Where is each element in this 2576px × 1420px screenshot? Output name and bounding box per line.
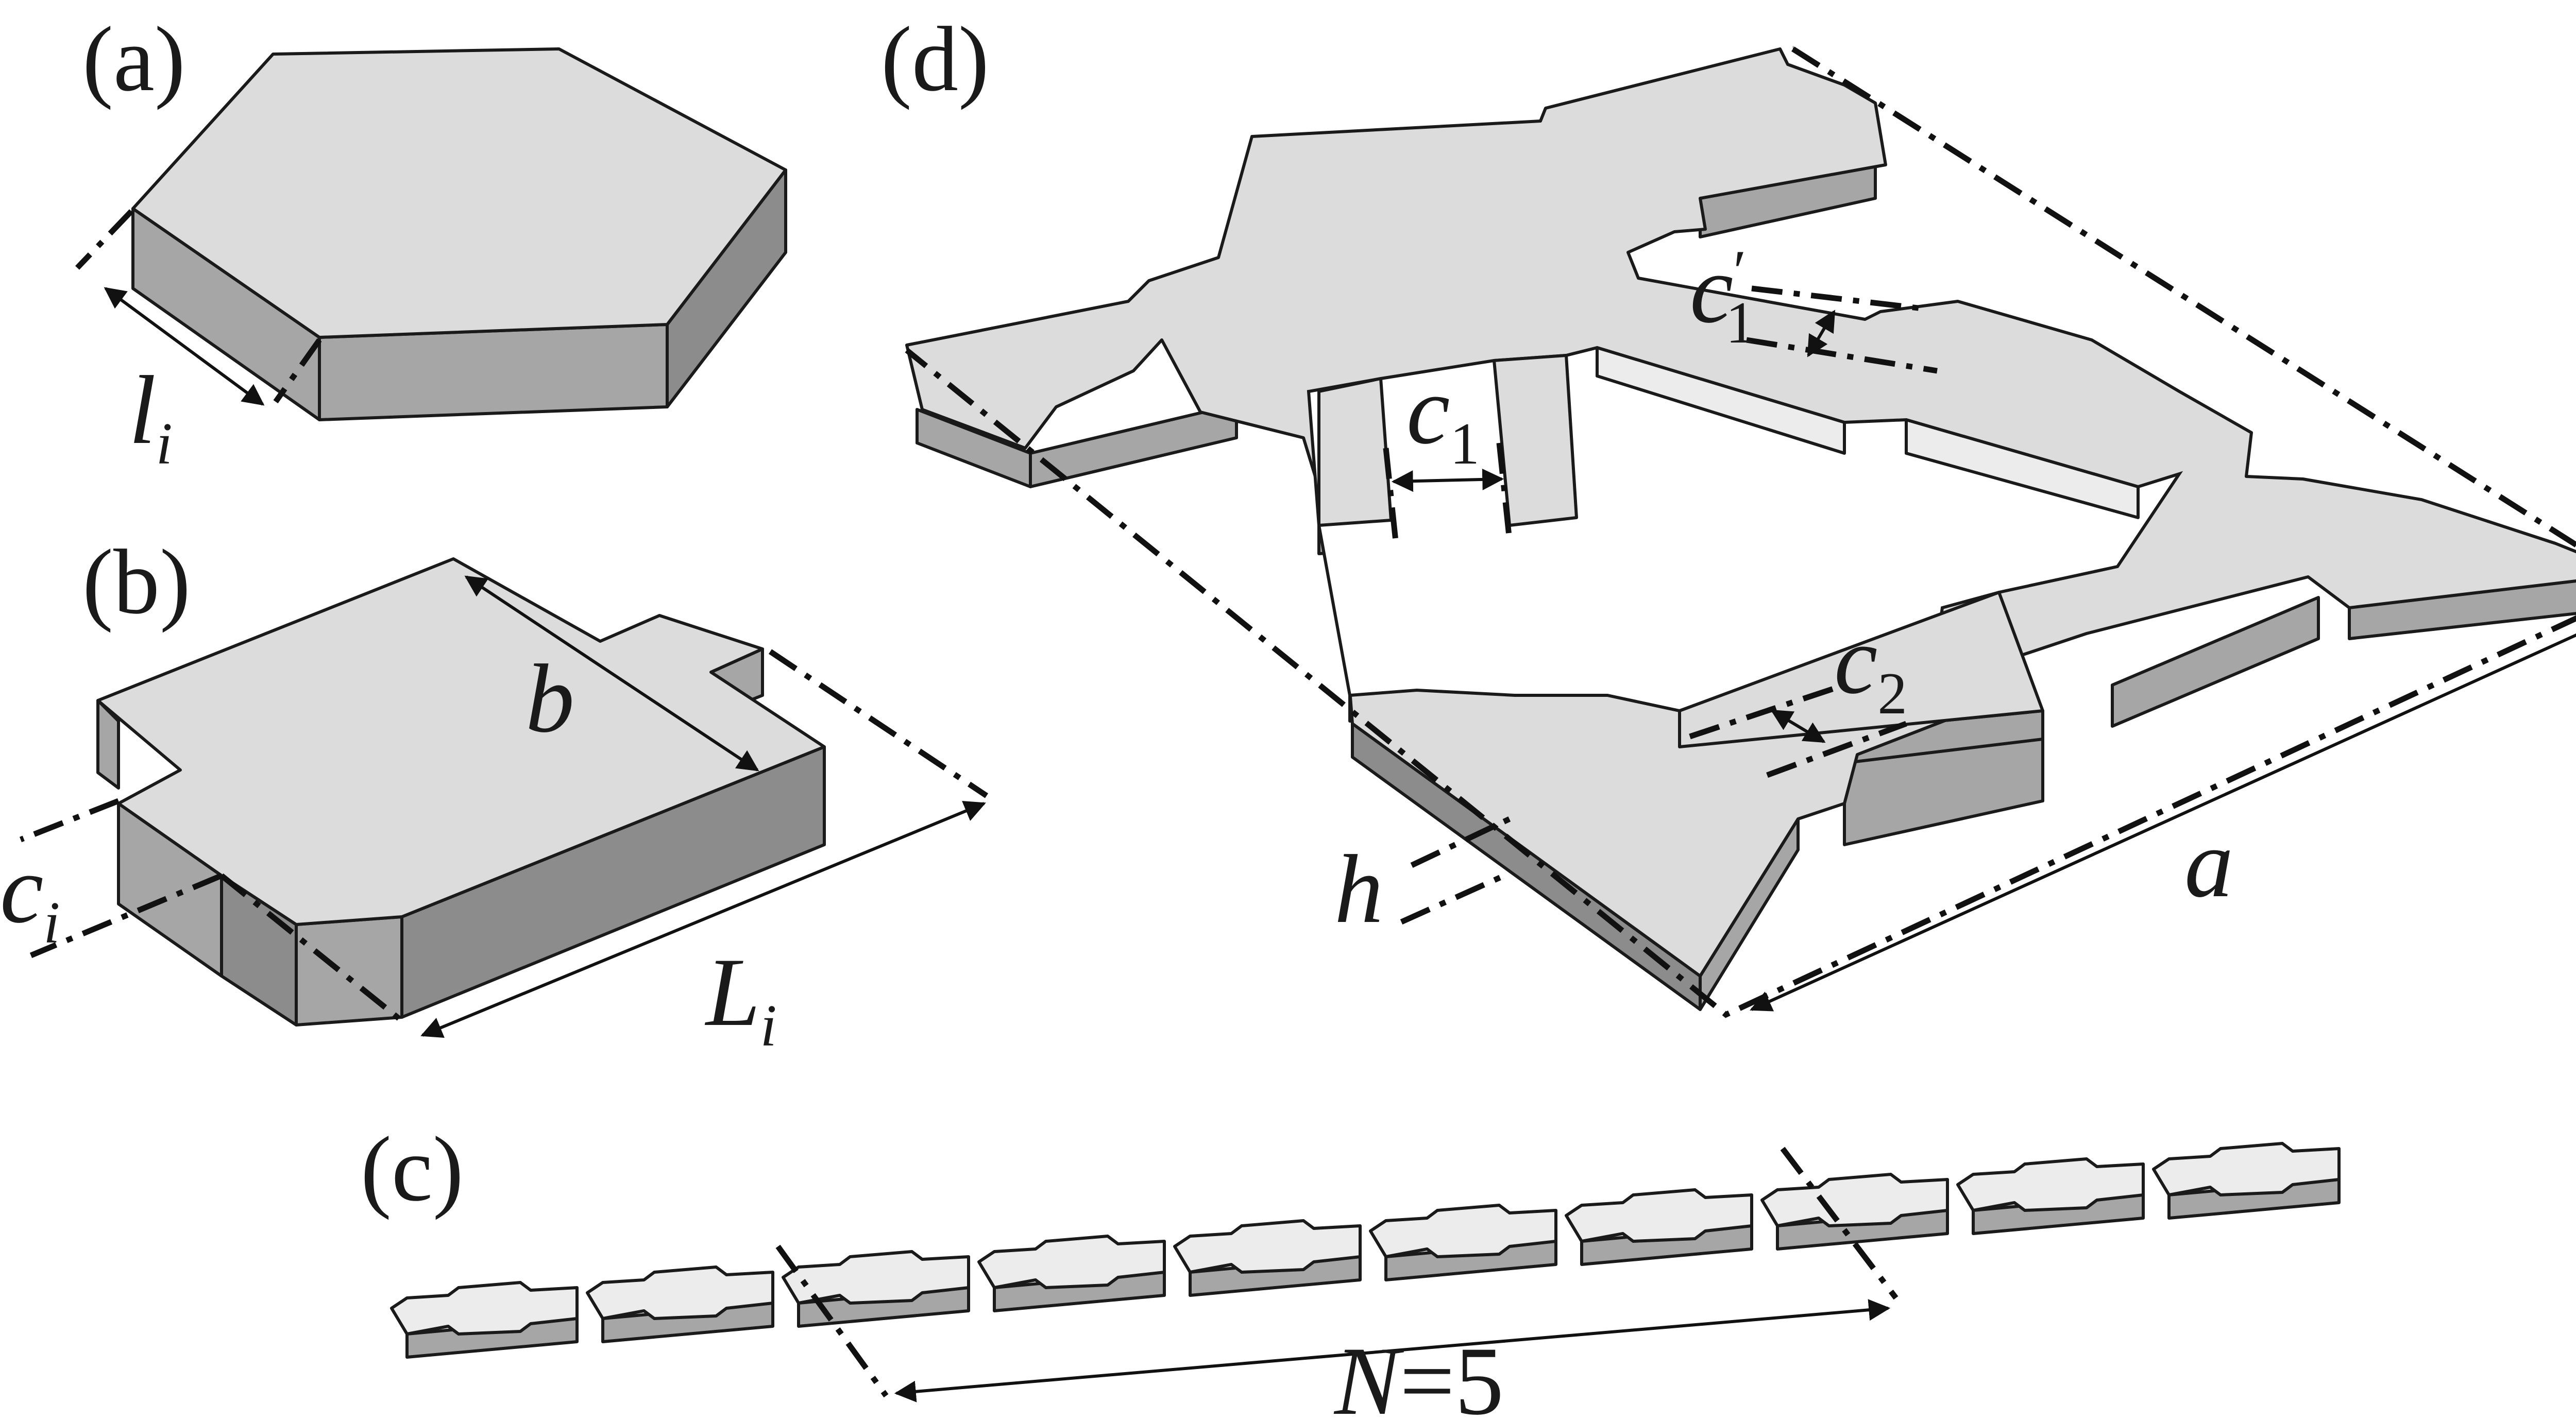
c1-dash-right <box>1496 442 1513 541</box>
c1p-label: c′1 <box>1690 235 1755 355</box>
panel-d: (d) <box>881 8 2576 1018</box>
c1p-dimension-arrow <box>1807 310 1836 357</box>
chain-block <box>782 1250 970 1328</box>
c1p-dash-upper <box>1751 285 1927 312</box>
chain-block <box>977 1235 1166 1312</box>
triangle-assembly <box>905 47 2576 1011</box>
b-label: b <box>526 645 574 753</box>
hexagon-block <box>131 47 787 421</box>
L-dash-left <box>219 873 409 1028</box>
panel-b-label: (b) <box>82 531 191 633</box>
chain-block <box>2152 1142 2341 1220</box>
a-label: a <box>2184 810 2233 918</box>
panel-c-label: (c) <box>361 1118 464 1220</box>
panel-b: (b) b ci Li <box>0 531 989 1058</box>
l-dash-right <box>273 338 322 404</box>
chain-block <box>1956 1157 2145 1235</box>
c1-dimension-arrow <box>1391 468 1504 492</box>
panel-a-label: (a) <box>82 8 185 110</box>
h-label: h <box>1334 835 1383 944</box>
chain-block <box>1565 1188 1753 1266</box>
N-dimension-arrow <box>894 1299 1891 1402</box>
l-dash-left <box>75 209 133 270</box>
c-label: ci <box>0 835 60 955</box>
chain-block <box>1173 1219 1362 1297</box>
chain-block <box>586 1265 774 1343</box>
chain-strip <box>390 1142 2341 1359</box>
panel-d-label: (d) <box>881 8 989 110</box>
c-dash-upper <box>19 798 120 843</box>
a-dimension-arrow <box>1750 598 2576 1012</box>
chain-block <box>390 1281 579 1359</box>
N-dash-left <box>775 1244 889 1398</box>
N-label: N=5 <box>1333 1327 1504 1420</box>
l-label: li <box>129 356 173 476</box>
h-dash-upper <box>1410 816 1511 868</box>
c1-label: c1 <box>1406 356 1480 476</box>
L-dash-right <box>768 649 989 798</box>
c-dash-lower <box>29 872 223 959</box>
h-dash-lower <box>1400 872 1506 925</box>
b-dimension-arrow <box>464 575 759 772</box>
l-dimension-arrow <box>104 287 265 406</box>
panel-a: (a) li <box>75 8 787 476</box>
L-label: Li <box>704 938 777 1058</box>
L-dimension-arrow <box>420 801 986 1038</box>
c1-dash-left <box>1383 448 1399 546</box>
chain-block <box>1369 1204 1557 1281</box>
chain-block <box>1760 1173 1949 1251</box>
panel-c: (c) N=5 <box>361 1118 2341 1420</box>
